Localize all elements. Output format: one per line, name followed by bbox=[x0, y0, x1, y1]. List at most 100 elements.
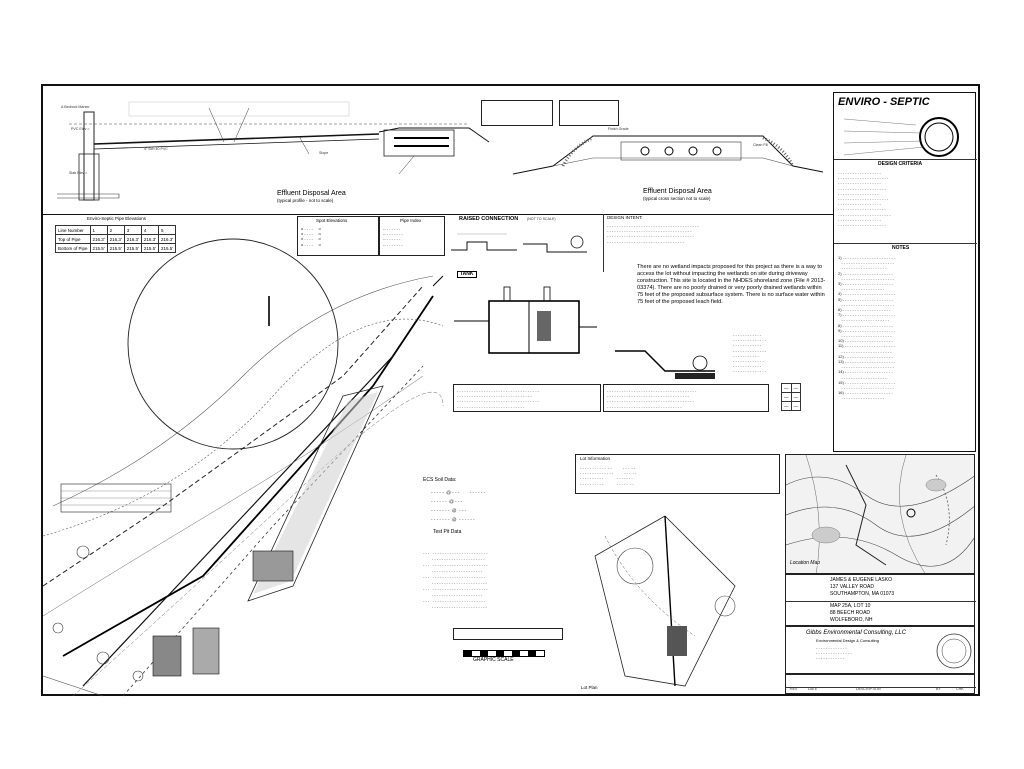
owner-name: JAMES & EUGENE LASKO bbox=[830, 577, 892, 583]
table-cell: 216.3' bbox=[158, 234, 177, 244]
effluent-profile-left: A Bedrock Marker PVC Elev = Slab Elev = … bbox=[49, 94, 490, 212]
profile-right-title: Effluent Disposal Area bbox=[643, 188, 712, 195]
location-map-title: Location Map bbox=[790, 560, 821, 567]
notes-text: 1) - - - - - - - - - - - - - - - - - - -… bbox=[838, 255, 896, 401]
table-row: —— bbox=[781, 392, 801, 402]
table-cell: Line Number bbox=[55, 225, 91, 235]
site-map-lot: MAP 25A, LOT 10 bbox=[830, 603, 871, 609]
profile-right-subtitle: (typical cross section not to scale) bbox=[643, 196, 711, 201]
title-block-column: ENVIRO - SEPTIC DESIGN CRITERIA - - - - … bbox=[833, 92, 977, 452]
location-map-drawing bbox=[786, 455, 974, 573]
table-cell: — bbox=[781, 392, 792, 402]
table-cell: Top of Pipe bbox=[55, 234, 91, 244]
table-cell: — bbox=[790, 392, 801, 402]
table-cell: 3 bbox=[123, 225, 142, 235]
table-cell: 1 bbox=[89, 225, 108, 235]
lot-plan-label: Lot Plan bbox=[581, 685, 598, 690]
spot-elevations-box: Spot Elevations o - - - - o o - - - - o … bbox=[297, 216, 379, 256]
test-pit-rows: - - - - - - - - - - - - - - - - - - - - … bbox=[423, 550, 488, 609]
micro-label: Slab Elev = bbox=[69, 171, 88, 175]
brand-title: ENVIRO - SEPTIC bbox=[838, 96, 930, 108]
ecs-label: ECS Soil Data: bbox=[423, 477, 457, 483]
engineer-name: Gibbs Environmental Consulting, LLC bbox=[806, 630, 907, 636]
profile-left-drawing bbox=[57, 101, 490, 201]
elevations-table-title: Enviro-Septic Pipe Elevations bbox=[87, 216, 147, 221]
tank-elevation-table: —— —— —— bbox=[781, 383, 801, 411]
table-cell: 215.5' bbox=[123, 243, 142, 253]
engineer-detail: Environmental Design & Consulting bbox=[816, 638, 879, 643]
enviro-septic-pipe-detail bbox=[843, 117, 959, 157]
raised-connection-note: (NOT TO SCALE) bbox=[527, 217, 556, 221]
lot-info-box: Lot Information - - - - - - - - - - - - … bbox=[575, 454, 780, 494]
pipe-index-box: Pipe Index -- - - - - - - -- - - - - - -… bbox=[379, 216, 445, 256]
engineer-address: - - - - - - - - - - - - - - - - - - - - … bbox=[816, 645, 852, 661]
owner-city: SOUTHAMPTON, MA 01073 bbox=[830, 591, 895, 597]
instructions-list: - - - - - - - - - - - - - - - - - - - - … bbox=[733, 332, 767, 374]
table-cell: 216.3' bbox=[89, 234, 108, 244]
soils-data: ECS Soil Data: - - - - - @ - - - - - - -… bbox=[423, 477, 573, 693]
profile-right-drawing bbox=[512, 135, 824, 175]
profile-left-subtitle: (typical profile - not to scale) bbox=[277, 198, 334, 203]
micro-label: A Bedrock Marker bbox=[61, 105, 90, 109]
spot-elevations-title: Spot Elevations bbox=[316, 218, 348, 223]
pump-note-box: - - - - - - - - - - - - - - - - - - - - … bbox=[603, 384, 769, 412]
engineer-block: Gibbs Environmental Consulting, LLC Envi… bbox=[785, 626, 975, 674]
design-intent-preamble: - - - - - - - - - - - - - - - - - - - - … bbox=[607, 223, 699, 244]
spot-elevations-rows: o - - - - o o - - - - o o - - - - o o - … bbox=[301, 226, 321, 247]
table-cell: 216.3' bbox=[140, 234, 160, 244]
table-cell: 4 bbox=[140, 225, 160, 235]
table-cell: Bottom of Pipe bbox=[55, 243, 91, 253]
design-criteria-text: - - - - - - - - - - - - - - - - - - - - … bbox=[838, 170, 891, 228]
graphic-scale-bar bbox=[463, 650, 545, 657]
divider bbox=[43, 214, 833, 215]
design-intent-body: There are no wetland impacts proposed fo… bbox=[637, 264, 826, 305]
rev-header-chk: CHK bbox=[956, 687, 964, 691]
soils-note-box bbox=[453, 628, 563, 640]
raised-connection-detail: RAISED CONNECTION (NOT TO SCALE) bbox=[447, 214, 603, 264]
pipe-index-title: Pipe Index bbox=[400, 218, 422, 223]
table-cell: 216.3' bbox=[123, 234, 142, 244]
table-row: Line Number 1 2 3 4 5 bbox=[55, 225, 177, 235]
top-note-box bbox=[559, 100, 619, 126]
table-row: Bottom of Pipe 215.5' 215.5' 215.5' 215.… bbox=[55, 243, 177, 253]
table-row: Top of Pipe 216.3' 216.3' 216.3' 216.3' … bbox=[55, 234, 177, 244]
lot-info-fields: - - - - - - - - - - - - - - - - - - - - … bbox=[580, 465, 637, 486]
micro-label: PVC Elev = bbox=[71, 127, 90, 131]
profile-left-title: Effluent Disposal Area bbox=[277, 190, 346, 197]
elevations-table: Line Number 1 2 3 4 5 Top of Pipe 216.3'… bbox=[55, 225, 177, 253]
connection-detail bbox=[605, 341, 725, 381]
lot-plan: Lot Plan bbox=[575, 496, 780, 696]
rev-header-rev: REV bbox=[790, 687, 798, 691]
tank-label: TANK bbox=[457, 271, 477, 279]
table-cell: 216.3' bbox=[106, 234, 125, 244]
table-cell: 215.5' bbox=[158, 243, 177, 253]
design-intent: DESIGN INTENT: - - - - - - - - - - - - -… bbox=[607, 215, 829, 336]
profile-right-label-fill: Clean Fill bbox=[753, 143, 768, 147]
pipe-index-rows: -- - - - - - - -- - - - - - - - -- - - -… bbox=[383, 226, 403, 247]
site-street: 88 BEECH ROAD bbox=[830, 610, 871, 616]
revision-strip: REV DATE DESCRIPTION BY CHK bbox=[785, 674, 976, 694]
rev-header-description: DESCRIPTION bbox=[856, 687, 881, 691]
table-row: —— bbox=[781, 401, 801, 411]
pump-note-text: - - - - - - - - - - - - - - - - - - - - … bbox=[457, 388, 539, 409]
pump-note-box: - - - - - - - - - - - - - - - - - - - - … bbox=[453, 384, 601, 412]
divider bbox=[603, 214, 604, 272]
effluent-profile-right: Finish Grade Clean Fill Effluent Disposa… bbox=[512, 116, 833, 216]
engineer-seal bbox=[936, 633, 972, 669]
drawing-sheet: A Bedrock Marker PVC Elev = Slab Elev = … bbox=[41, 84, 980, 697]
table-cell: 2 bbox=[106, 225, 125, 235]
table-cell: 215.5' bbox=[140, 243, 160, 253]
design-intent-heading: DESIGN INTENT: bbox=[607, 215, 643, 220]
test-pit-label: Test Pit Data bbox=[433, 529, 462, 535]
table-cell: — bbox=[781, 401, 792, 411]
connection-drawing bbox=[615, 350, 715, 379]
micro-label: 4" Sch 40 PVC bbox=[144, 147, 168, 151]
rev-header-date: DATE bbox=[808, 687, 818, 691]
site-plan bbox=[42, 238, 445, 697]
profile-right-label-finish: Finish Grade bbox=[608, 127, 629, 131]
design-criteria-heading: DESIGN CRITERIA bbox=[878, 161, 923, 167]
tank-detail: TANK bbox=[449, 271, 599, 381]
owner-street: 137 VALLEY ROAD bbox=[830, 584, 875, 590]
table-row: —— bbox=[781, 383, 801, 393]
owner-block: JAMES & EUGENE LASKO 137 VALLEY ROAD SOU… bbox=[785, 574, 976, 626]
